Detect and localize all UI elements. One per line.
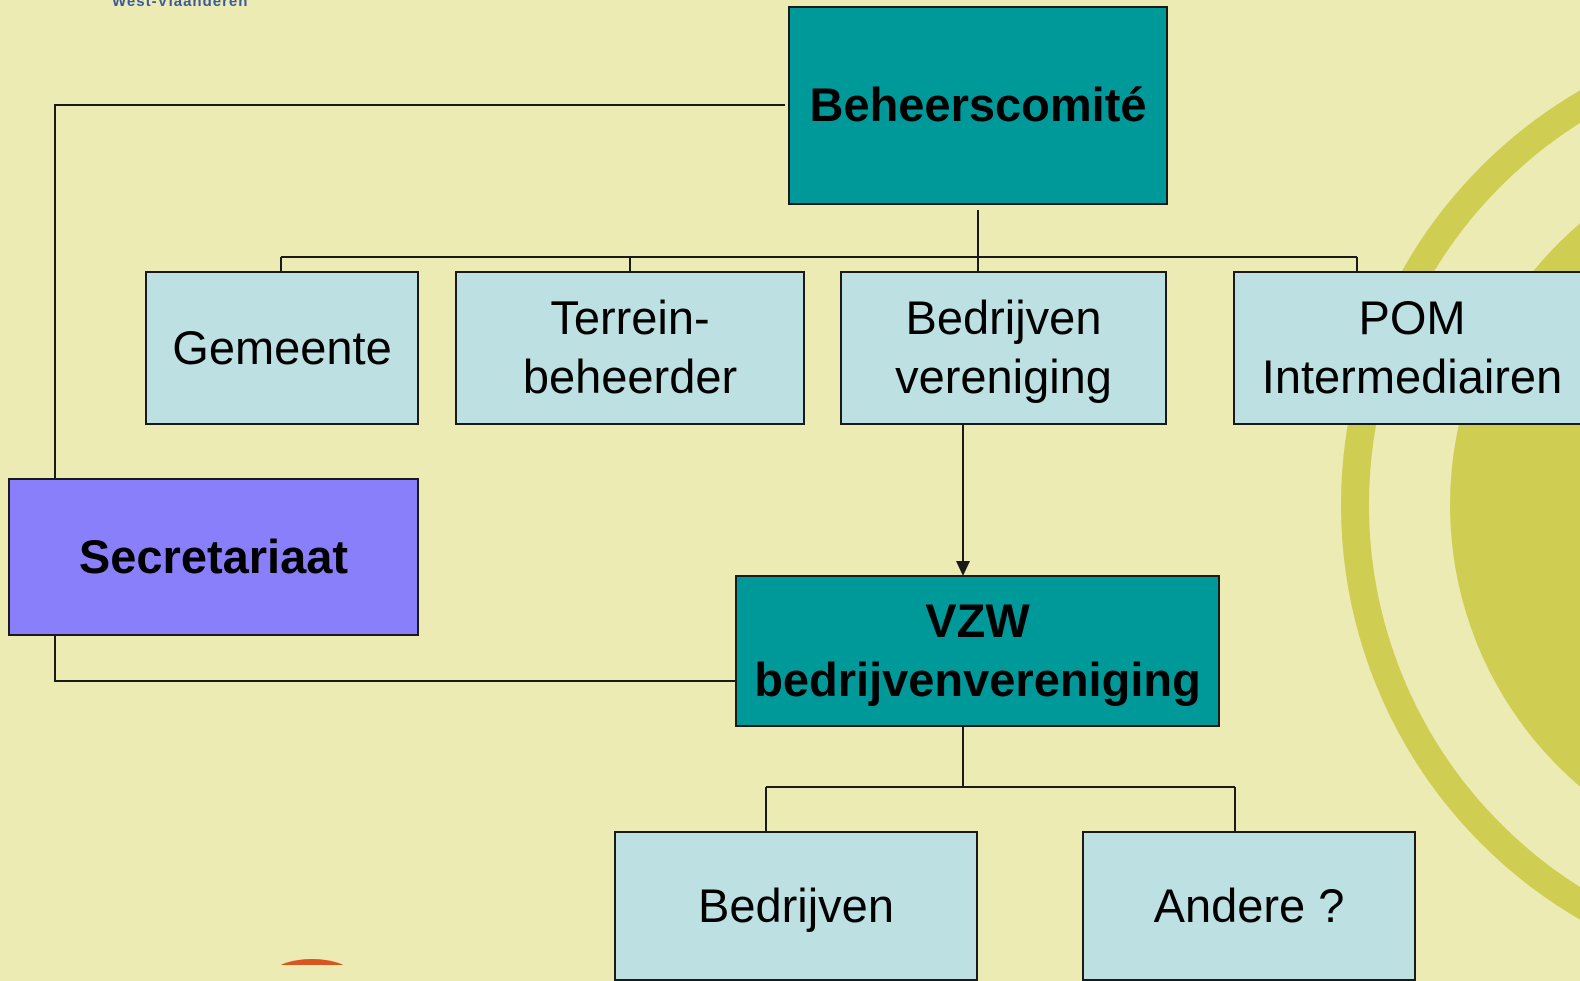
node-secretariaat: Secretariaat — [8, 478, 419, 636]
node-pom-intermediairen: POM Intermediairen — [1233, 271, 1580, 425]
connector-beheerscomite-secretariaat — [54, 104, 785, 478]
connector-secretariaat-vzw — [54, 634, 737, 682]
arrowhead-icon — [956, 561, 970, 576]
decor-ring — [1341, 90, 1580, 920]
decor-disc — [1450, 223, 1580, 787]
node-gemeente: Gemeente — [145, 271, 419, 425]
node-terreinbeheerder: Terrein- beheerder — [455, 271, 805, 425]
node-vzw-bedrijvenvereniging: VZW bedrijvenvereniging — [735, 575, 1220, 727]
node-bedrijven: Bedrijven — [614, 831, 978, 981]
logo-text: West-Vlaanderen — [112, 0, 249, 10]
node-andere: Andere ? — [1082, 831, 1416, 981]
node-beheerscomite: Beheerscomité — [788, 6, 1168, 205]
decor-orange-shape — [280, 959, 344, 965]
node-bedrijvenvereniging: Bedrijven vereniging — [840, 271, 1167, 425]
